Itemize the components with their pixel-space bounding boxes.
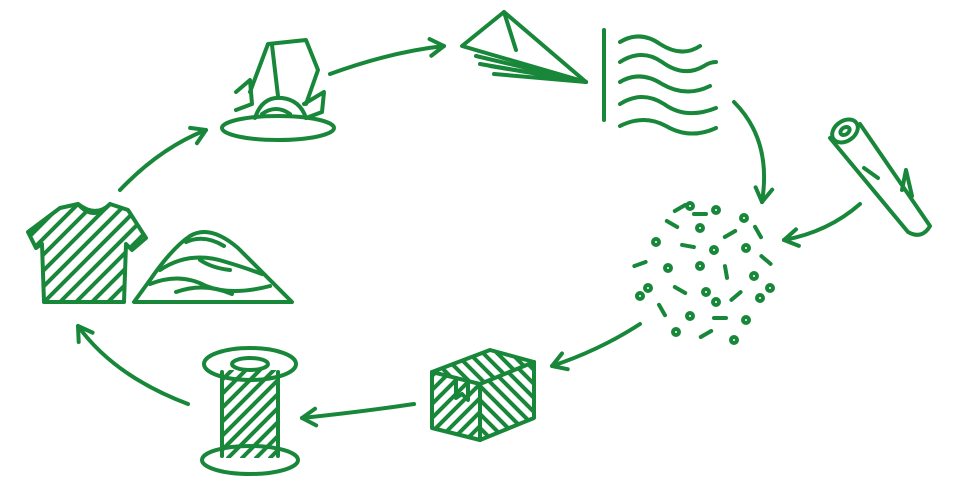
- arrowhead: [753, 185, 775, 204]
- arrow-striped-tshirt-to-paper-pulp: [118, 125, 208, 192]
- arrowhead: [76, 324, 95, 344]
- arrowhead: [550, 351, 570, 372]
- wavy-fibers-icon: [602, 28, 718, 136]
- paper-airplanes-icon: [460, 10, 588, 84]
- arrowhead: [427, 37, 446, 58]
- fiber-particles-icon: [632, 201, 775, 345]
- arrow-wavy-fibers-to-fiber-particles: [732, 100, 775, 204]
- arrowhead: [782, 227, 801, 248]
- fabric-pile-icon: [132, 230, 294, 304]
- pulp-mound-icon: [220, 38, 336, 142]
- thread-spool-icon: [200, 346, 300, 476]
- arrow-layer: [76, 37, 862, 428]
- arrow-fiber-particles-to-packaging-box: [550, 322, 642, 372]
- arrowhead: [300, 406, 319, 428]
- arrow-wood-log-to-fiber-particles: [782, 202, 862, 248]
- arrow-thread-spool-to-striped-tshirt: [76, 324, 190, 406]
- arrow-packaging-box-to-thread-spool: [300, 402, 416, 428]
- icon-layer: [26, 10, 932, 476]
- wood-log-icon: [828, 117, 932, 237]
- arrow-paper-pulp-to-paper-planes: [328, 37, 446, 76]
- arrowhead: [188, 125, 208, 146]
